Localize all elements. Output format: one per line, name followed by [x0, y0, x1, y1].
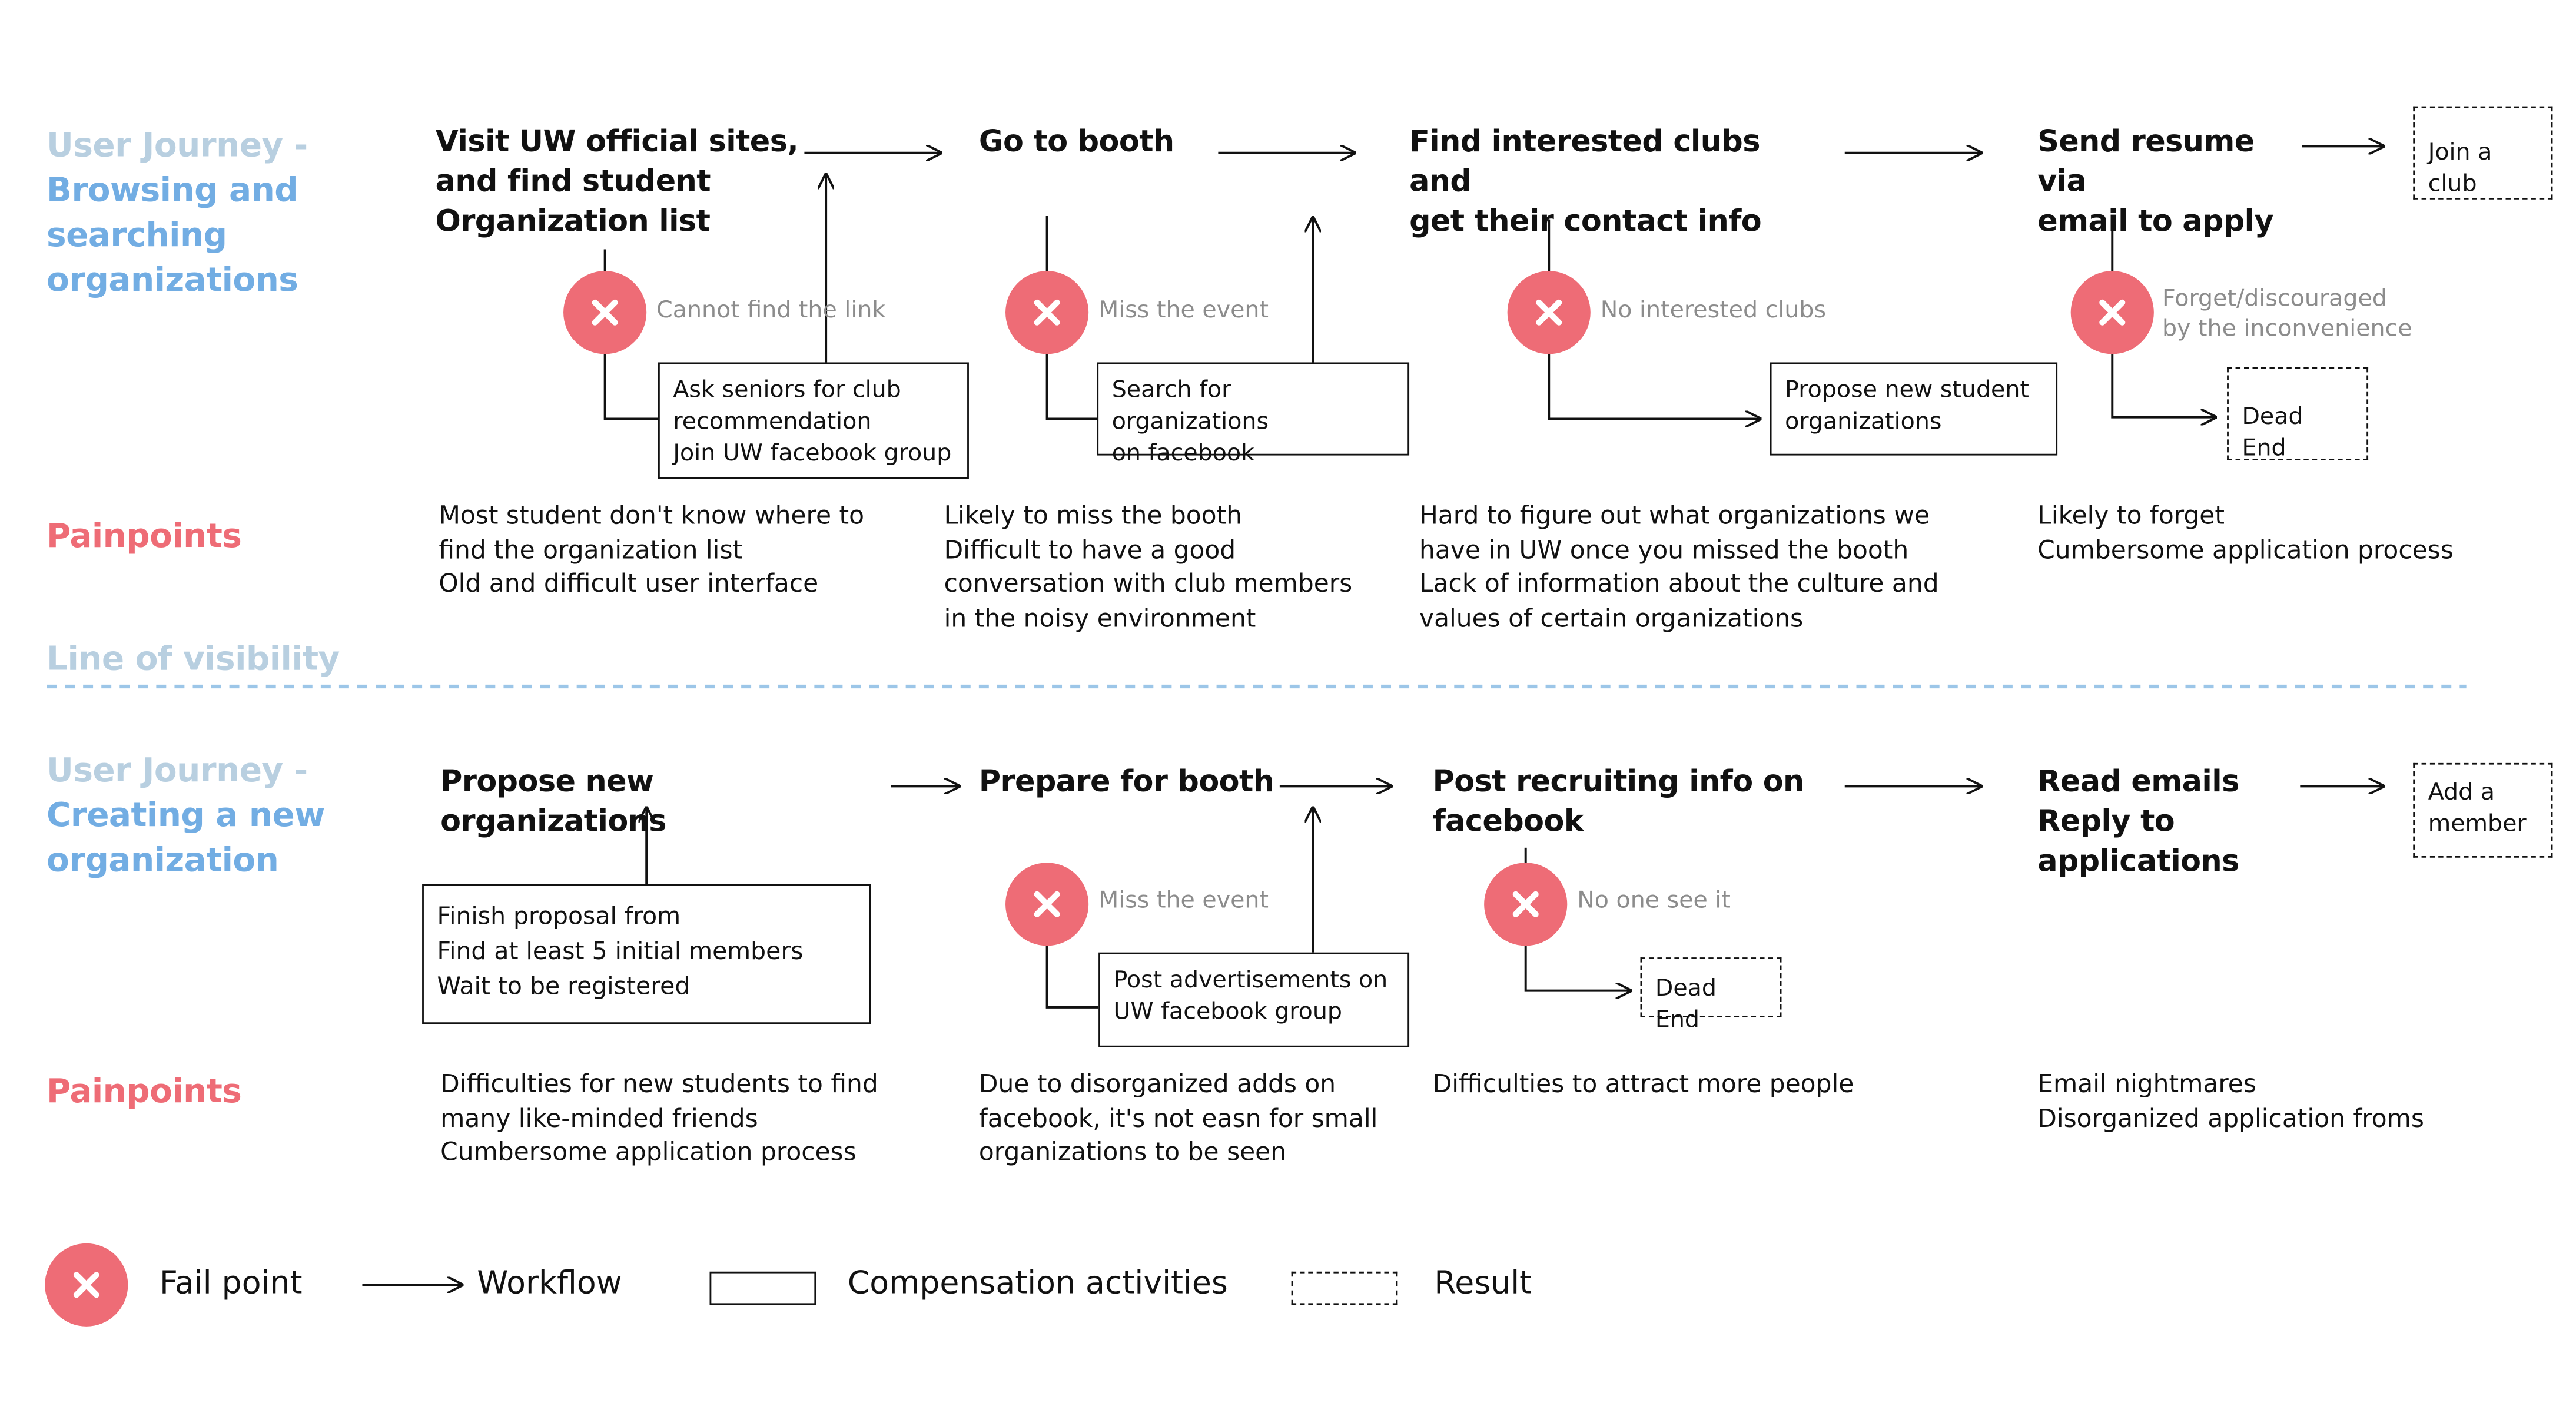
legend-compensation-label: Compensation activities	[847, 1265, 1228, 1302]
painpoints-label: Painpoints	[47, 515, 242, 555]
fail-text: No interested clubs	[1600, 297, 1827, 324]
painpoint-text: Likely to miss the booth Difficult to ha…	[944, 500, 1353, 633]
painpoint-text: Difficulties for new students to find ma…	[440, 1069, 878, 1167]
lane-title-creating: User Journey - Creating a new organizati…	[47, 748, 379, 883]
result-join-club: Join a club	[2413, 106, 2553, 200]
fail-text: Forget/discouraged by the inconvenience	[2162, 286, 2412, 343]
fail-point-icon	[1484, 863, 1568, 946]
compensation-box: Post advertisements on UW facebook group	[1098, 952, 1410, 1047]
lane-title-prefix: User Journey -	[47, 750, 308, 790]
lane-title-prefix: User Journey -	[47, 124, 308, 165]
step-send-resume: Send resume via email to apply	[2037, 124, 2274, 240]
painpoint-text: Hard to figure out what organizations we…	[1419, 500, 1939, 633]
fail-text: Miss the event	[1098, 887, 1269, 914]
fail-text: No one see it	[1577, 887, 1731, 914]
step-prepare-booth: Prepare for booth	[978, 764, 1274, 800]
step-post-recruiting: Post recruiting info on facebook	[1432, 764, 1805, 840]
workflow-arrow	[2111, 354, 2215, 417]
result-dead-end: Dead End	[1640, 957, 1782, 1034]
fail-point-icon	[1005, 863, 1089, 946]
fail-point-icon	[1005, 271, 1089, 354]
lane-title-main: Browsing and searching organizations	[47, 169, 298, 300]
result-dead-end: Dead End	[2227, 367, 2369, 462]
workflow-arrow	[1524, 944, 1631, 991]
step-propose-org: Propose new organizations	[440, 764, 666, 840]
fail-point-icon	[1507, 271, 1591, 354]
legend-workflow-label: Workflow	[477, 1265, 622, 1302]
fail-text: Cannot find the link	[656, 297, 886, 324]
fail-point-icon	[2070, 271, 2154, 354]
painpoint-text: Email nightmares Disorganized applicatio…	[2037, 1069, 2424, 1133]
compensation-box: Finish proposal from Find at least 5 ini…	[422, 884, 871, 1024]
step-find-clubs: Find interested clubs and get their cont…	[1409, 124, 1762, 240]
painpoints-label: Painpoints	[47, 1070, 242, 1110]
painpoint-text: Difficulties to attract more people	[1432, 1069, 1854, 1099]
compensation-box: Search for organizations on facebook	[1097, 362, 1410, 467]
lane-title-browsing: User Journey - Browsing and searching or…	[47, 123, 362, 303]
lane-title-main: Creating a new organization	[47, 794, 325, 880]
painpoint-text: Most student don't know where to find th…	[439, 500, 865, 599]
painpoint-text: Due to disorganized adds on facebook, it…	[978, 1069, 1378, 1167]
step-go-to-booth: Go to booth	[978, 124, 1174, 160]
compensation-box: Propose new student organizations	[1770, 362, 2058, 456]
step-read-emails: Read emails Reply to applications	[2037, 764, 2239, 880]
workflow-arrow	[1548, 354, 1760, 419]
step-visit-sites: Visit UW official sites, and find studen…	[435, 124, 799, 240]
legend-result-label: Result	[1434, 1265, 1532, 1302]
painpoint-text: Likely to forget Cumbersome application …	[2037, 500, 2454, 565]
line-of-visibility-label: Line of visibility	[47, 638, 340, 678]
compensation-box: Ask seniors for club recommendation Join…	[658, 362, 969, 479]
legend-fail-point-icon	[45, 1243, 128, 1327]
legend-result-swatch	[1291, 1271, 1398, 1305]
legend-fail-point-label: Fail point	[160, 1265, 303, 1302]
legend-compensation-swatch	[709, 1271, 816, 1305]
fail-point-icon	[563, 271, 647, 354]
result-add-member: Add a member	[2413, 762, 2553, 858]
fail-text: Miss the event	[1098, 297, 1269, 324]
